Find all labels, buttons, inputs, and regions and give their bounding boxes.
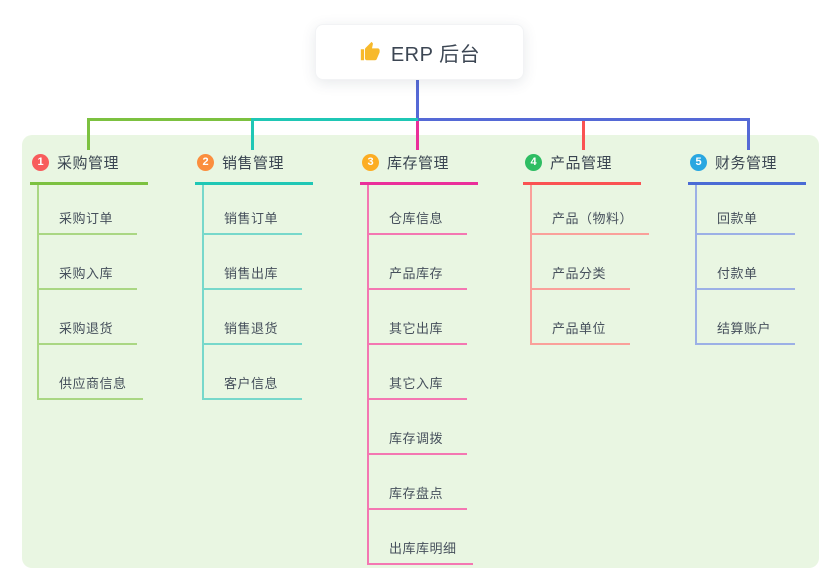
connector-drop-4 xyxy=(582,121,585,150)
connector-drop-3 xyxy=(416,121,419,150)
branch-items-inventory: 仓库信息产品库存其它出库其它入库库存调拨库存盘点出库库明细 xyxy=(367,185,473,565)
branch-items-purchase: 采购订单采购入库采购退货供应商信息 xyxy=(37,185,143,400)
branch-sales: 2 销售管理 销售订单销售出库销售退货客户信息 xyxy=(195,146,325,400)
branch-item[interactable]: 结算账户 xyxy=(697,290,795,345)
connector-bus-segment-1 xyxy=(87,118,253,121)
branch-item[interactable]: 产品分类 xyxy=(532,235,630,290)
branch-item[interactable]: 采购订单 xyxy=(39,185,137,235)
branch-item[interactable]: 采购入库 xyxy=(39,235,137,290)
branch-items-sales: 销售订单销售出库销售退货客户信息 xyxy=(202,185,302,400)
connector-bus-segment-2 xyxy=(253,118,418,121)
branch-item[interactable]: 其它出库 xyxy=(369,290,467,345)
branch-items-product: 产品（物料）产品分类产品单位 xyxy=(530,185,650,345)
branch-item[interactable]: 产品库存 xyxy=(369,235,467,290)
branch-item[interactable]: 库存调拨 xyxy=(369,400,467,455)
root-node[interactable]: ERP 后台 xyxy=(315,24,524,80)
branch-item[interactable]: 库存盘点 xyxy=(369,455,467,510)
branch-inventory: 3 库存管理 仓库信息产品库存其它出库其它入库库存调拨库存盘点出库库明细 xyxy=(360,146,490,565)
branch-product: 4 产品管理 产品（物料）产品分类产品单位 xyxy=(523,146,653,345)
connector-drop-1 xyxy=(87,118,90,150)
badge-5: 5 xyxy=(690,154,707,171)
branch-label: 产品管理 xyxy=(550,155,613,172)
branch-header-product[interactable]: 4 产品管理 xyxy=(523,146,641,185)
connector-drop-5 xyxy=(747,118,750,150)
branch-purchase: 1 采购管理 采购订单采购入库采购退货供应商信息 xyxy=(30,146,160,400)
branch-item[interactable]: 仓库信息 xyxy=(369,185,467,235)
root-title: ERP 后台 xyxy=(390,43,481,66)
branch-label: 财务管理 xyxy=(715,155,778,172)
branch-item[interactable]: 供应商信息 xyxy=(39,345,143,400)
branch-item[interactable]: 客户信息 xyxy=(204,345,302,400)
branch-label: 库存管理 xyxy=(387,155,450,172)
branch-label: 销售管理 xyxy=(222,155,285,172)
branch-finance: 5 财务管理 回款单付款单结算账户 xyxy=(688,146,818,345)
thumbs-up-icon xyxy=(360,41,380,61)
branch-item[interactable]: 采购退货 xyxy=(39,290,137,345)
branch-item[interactable]: 销售订单 xyxy=(204,185,302,235)
branch-item[interactable]: 出库库明细 xyxy=(369,510,473,565)
connector-drop-2 xyxy=(251,118,254,150)
branch-item[interactable]: 产品（物料） xyxy=(532,185,650,235)
branch-item[interactable]: 销售出库 xyxy=(204,235,302,290)
branch-header-purchase[interactable]: 1 采购管理 xyxy=(30,146,148,185)
connector-root-trunk xyxy=(416,80,419,121)
branch-item[interactable]: 付款单 xyxy=(697,235,795,290)
branches-panel xyxy=(22,135,819,568)
branch-item[interactable]: 其它入库 xyxy=(369,345,467,400)
branch-header-finance[interactable]: 5 财务管理 xyxy=(688,146,806,185)
branch-item[interactable]: 销售退货 xyxy=(204,290,302,345)
badge-3: 3 xyxy=(362,154,379,171)
badge-2: 2 xyxy=(197,154,214,171)
branch-header-sales[interactable]: 2 销售管理 xyxy=(195,146,313,185)
branch-label: 采购管理 xyxy=(57,155,120,172)
branch-item[interactable]: 产品单位 xyxy=(532,290,630,345)
badge-1: 1 xyxy=(32,154,49,171)
branch-item[interactable]: 回款单 xyxy=(697,185,795,235)
branch-header-inventory[interactable]: 3 库存管理 xyxy=(360,146,478,185)
connector-bus-segment-3 xyxy=(418,118,750,121)
branch-items-finance: 回款单付款单结算账户 xyxy=(695,185,795,345)
badge-4: 4 xyxy=(525,154,542,171)
